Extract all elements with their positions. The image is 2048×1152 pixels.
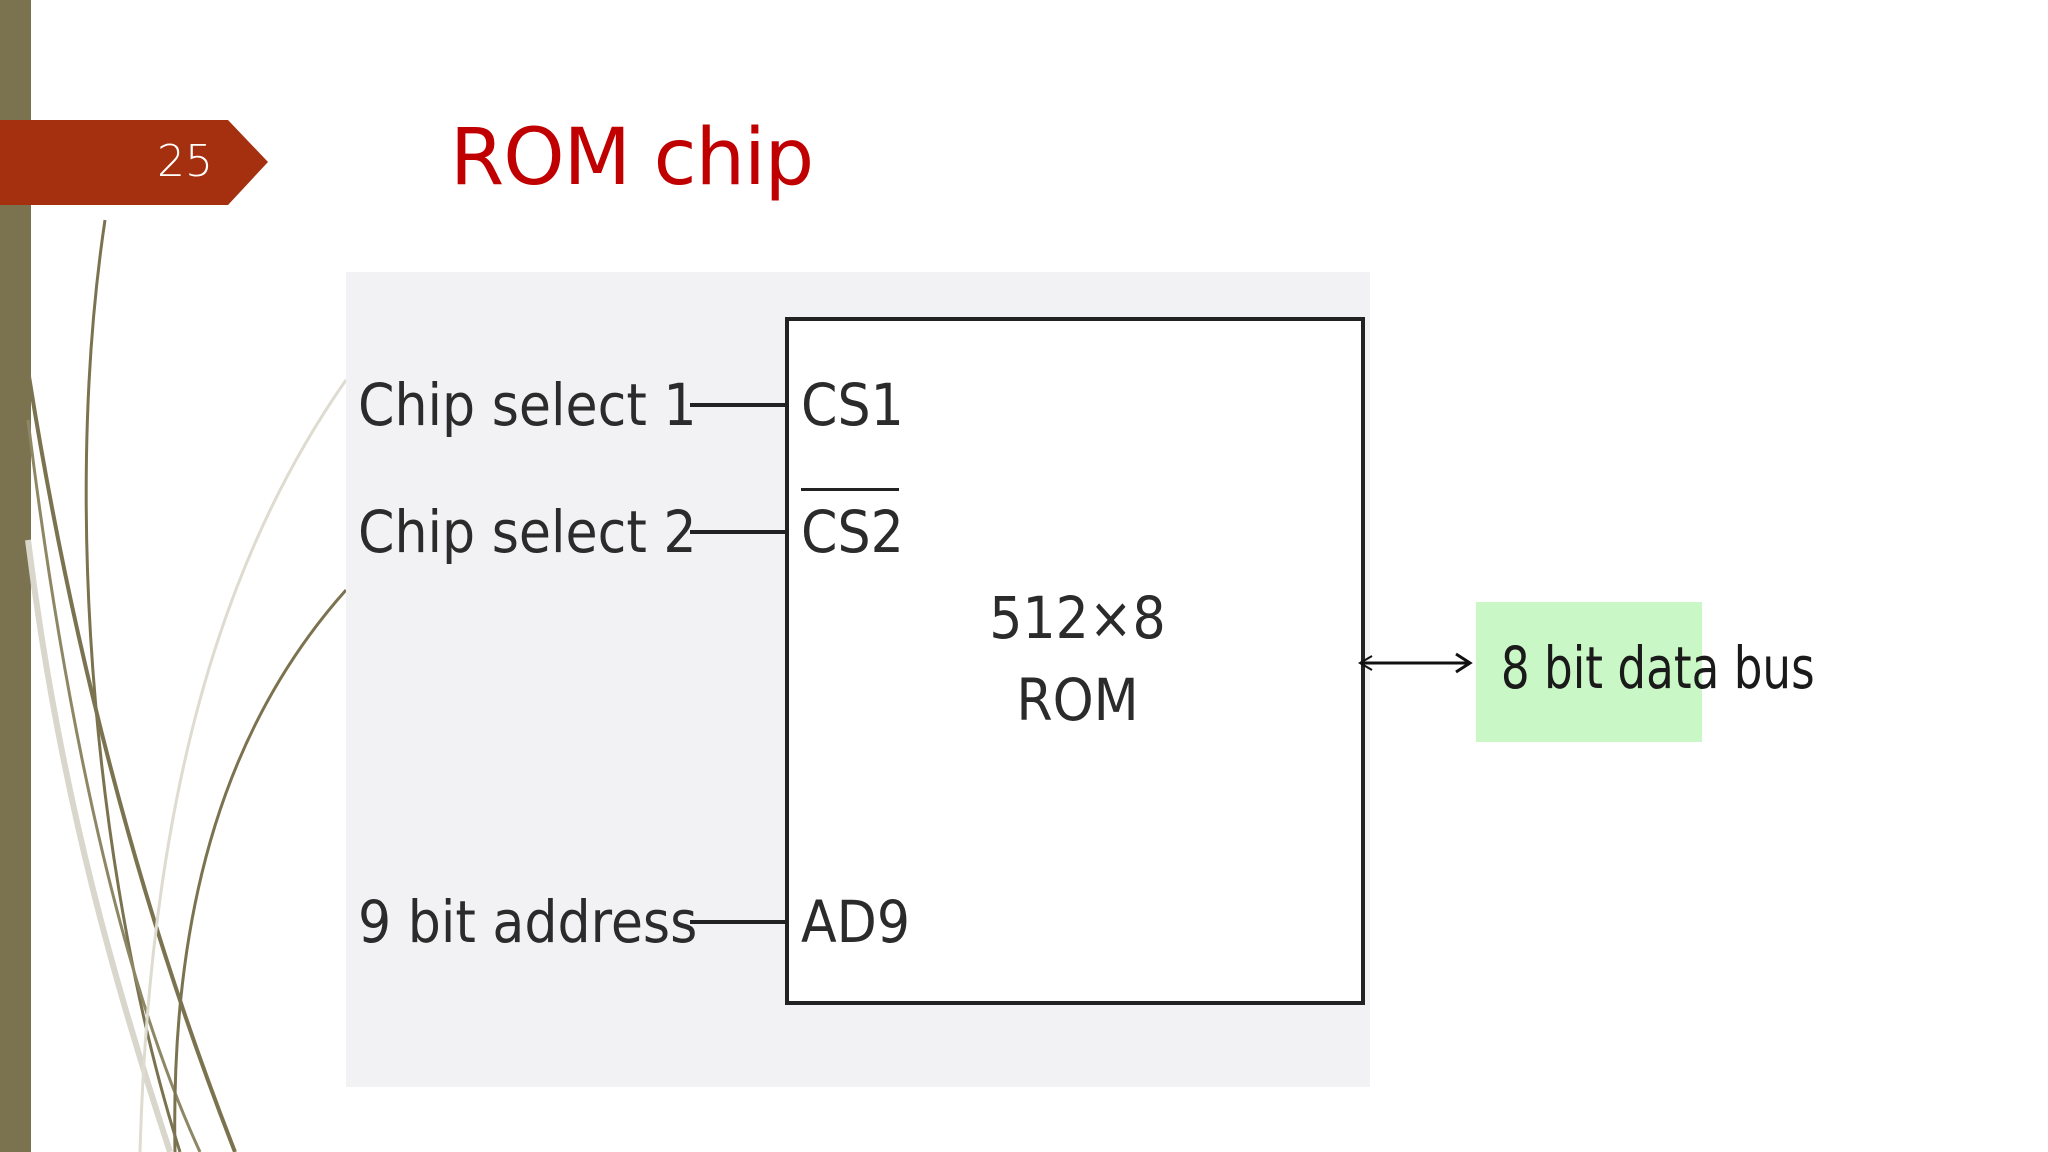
pin-cs2: CS2 bbox=[801, 498, 904, 566]
cs2-overbar bbox=[801, 488, 899, 491]
decorative-swoosh bbox=[25, 219, 400, 1152]
chip-type: ROM bbox=[1016, 666, 1139, 734]
pin-cs1: CS1 bbox=[801, 371, 904, 439]
data-bus-arrow bbox=[1358, 652, 1473, 674]
address-label: 9 bit address bbox=[358, 888, 698, 956]
chip-select-2-label: Chip select 2 bbox=[358, 498, 697, 566]
pin-ad9: AD9 bbox=[801, 888, 911, 956]
slide-title: ROM chip bbox=[450, 113, 814, 203]
cs1-wire bbox=[690, 403, 787, 407]
slide-number-tag bbox=[0, 120, 268, 205]
cs2-wire bbox=[690, 530, 787, 534]
address-wire bbox=[690, 920, 787, 924]
data-bus-label: 8 bit data bus bbox=[1500, 634, 1815, 702]
data-bus-highlight bbox=[1476, 602, 1702, 742]
chip-size: 512×8 bbox=[989, 584, 1166, 652]
chip-select-1-label: Chip select 1 bbox=[358, 371, 697, 439]
rom-chip-box bbox=[785, 317, 1365, 1005]
slide-number: 25 bbox=[157, 136, 213, 187]
